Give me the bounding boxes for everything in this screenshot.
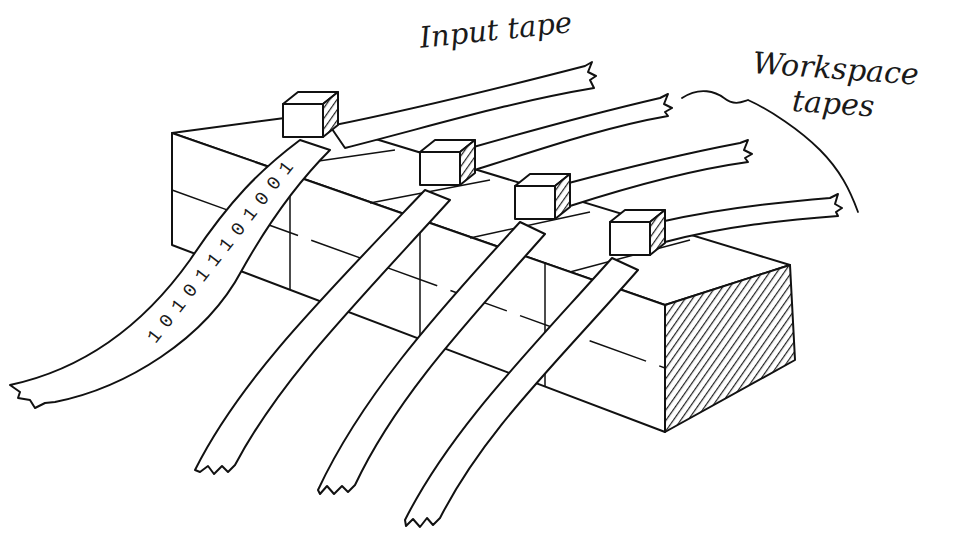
read-write-head [610, 210, 665, 255]
read-write-head [420, 140, 475, 185]
workspace-tape-end [565, 140, 752, 206]
workspace-tape-end [660, 194, 842, 242]
tape-heads [283, 92, 665, 255]
read-head [283, 92, 338, 137]
workspace-tape [318, 222, 545, 494]
read-write-head [515, 174, 570, 219]
workspace-tape-end [470, 94, 672, 170]
tape-label: Input tape [418, 2, 610, 55]
tape-strips [10, 62, 842, 527]
tape-group-label: Workspace tapes [747, 46, 921, 127]
workspace-tape [405, 258, 638, 527]
